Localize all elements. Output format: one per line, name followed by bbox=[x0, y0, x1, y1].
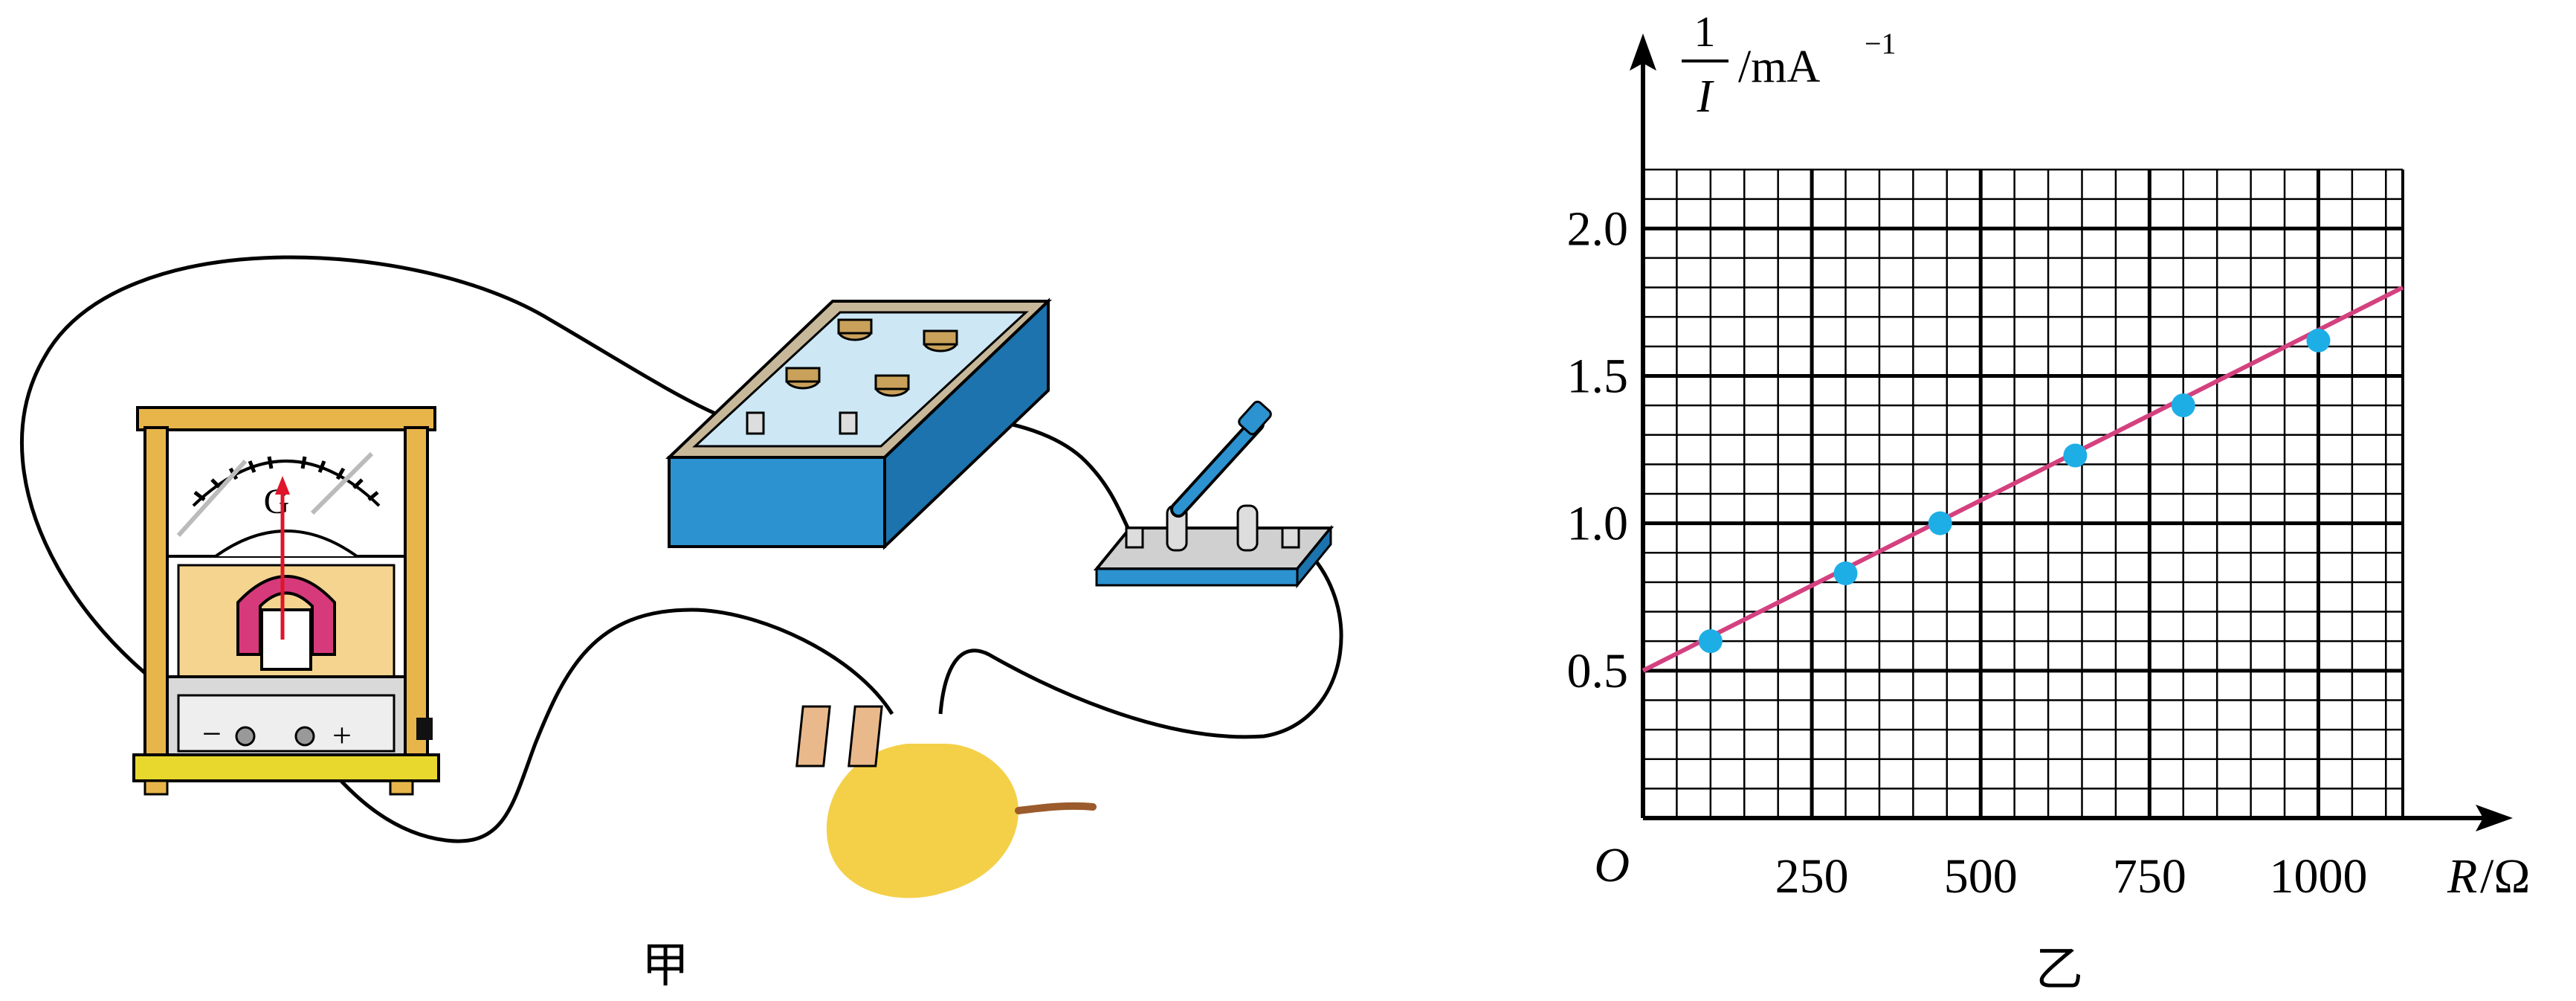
data-point bbox=[1928, 511, 1952, 535]
galvanometer-post-right bbox=[404, 426, 429, 764]
wire-galvanometer-to-box bbox=[20, 255, 755, 738]
x-tick-label: 1000 bbox=[2269, 849, 2367, 904]
data-point bbox=[2171, 393, 2195, 418]
switch-blade-fill bbox=[1173, 419, 1262, 515]
electrode-left bbox=[795, 705, 831, 767]
resistance-box bbox=[665, 297, 1052, 550]
resistance-terminal-right bbox=[839, 411, 858, 435]
galvanometer-base bbox=[132, 753, 440, 782]
x-tick-labels: 250 500 750 1000 bbox=[1775, 849, 2368, 904]
galvanometer-plus-sign: + bbox=[332, 716, 352, 754]
galvanometer-terminal-inset bbox=[177, 694, 396, 753]
galvanometer-knob bbox=[416, 718, 433, 740]
switch-contact-post bbox=[1236, 504, 1259, 552]
galvanometer-scale-ticks bbox=[193, 456, 379, 501]
galvanometer-coil bbox=[260, 608, 312, 671]
y-tick-label: 0.5 bbox=[1567, 644, 1629, 698]
pear-icon bbox=[826, 744, 1019, 898]
wire-pear-to-galvanometer bbox=[303, 608, 894, 843]
y-tick-label: 1.0 bbox=[1567, 497, 1629, 551]
switch-terminal-left bbox=[1125, 527, 1144, 549]
wire-switch-to-pear bbox=[938, 538, 1343, 739]
galvanometer-post-left bbox=[143, 426, 169, 764]
knife-switch bbox=[1093, 400, 1334, 589]
electrode-right bbox=[848, 705, 883, 767]
resistance-box-front bbox=[668, 456, 886, 548]
data-point bbox=[1698, 629, 1723, 654]
galvanometer-frame-top bbox=[136, 406, 436, 431]
resistance-box-side bbox=[883, 297, 1050, 550]
switch-base-side bbox=[1296, 524, 1332, 589]
galvanometer-foot-right bbox=[389, 779, 414, 796]
terminal-screw-plus bbox=[294, 726, 315, 747]
figure-jia: G − + bbox=[20, 255, 1343, 994]
data-point bbox=[1833, 561, 1858, 586]
x-label-var: R bbox=[2447, 849, 2477, 904]
resistance-knobs bbox=[785, 318, 958, 397]
y-axis-arrow-icon bbox=[1630, 33, 1656, 71]
galvanometer-minus-sign: − bbox=[202, 715, 222, 753]
x-tick-label: 250 bbox=[1775, 849, 1849, 904]
graph-grid bbox=[1641, 168, 2404, 820]
caption-jia: 甲 bbox=[642, 939, 689, 994]
x-axis-arrow-icon bbox=[2476, 805, 2513, 831]
data-points bbox=[1698, 328, 2331, 654]
needle-tip-icon bbox=[275, 476, 290, 495]
x-label-unit: /Ω bbox=[2480, 849, 2530, 904]
origin-label: O bbox=[1594, 838, 1630, 892]
galvanometer-glare bbox=[176, 451, 374, 538]
galvanometer-inner-arc bbox=[214, 530, 358, 558]
x-tick-label: 750 bbox=[2113, 849, 2186, 904]
x-tick-label: 500 bbox=[1944, 849, 2018, 904]
y-label-unit: /mA bbox=[1738, 42, 1820, 92]
fit-line bbox=[1642, 285, 2404, 673]
y-label-numerator: 1 bbox=[1694, 7, 1716, 56]
figure-yi: 1 I /mA −1 R /Ω O 0.5 1.0 1.5 2.0 250 500 750… bbox=[1567, 7, 2531, 997]
y-label-denominator: I bbox=[1697, 71, 1715, 122]
galvanometer: G − + bbox=[132, 406, 440, 796]
y-tick-label: 2.0 bbox=[1567, 202, 1629, 256]
terminal-screw-minus bbox=[235, 726, 256, 747]
caption-yi: 乙 bbox=[2036, 942, 2083, 997]
data-point bbox=[2306, 328, 2331, 353]
pear-battery bbox=[795, 705, 1097, 898]
switch-handle-icon bbox=[1238, 400, 1272, 436]
y-label-exponent: −1 bbox=[1865, 27, 1897, 60]
magnet-icon bbox=[236, 575, 336, 656]
galvanometer-foot-left bbox=[143, 779, 169, 796]
y-tick-label: 1.5 bbox=[1567, 349, 1629, 403]
resistance-terminal-left bbox=[746, 411, 765, 435]
data-point bbox=[2063, 443, 2088, 468]
y-tick-labels: 0.5 1.0 1.5 2.0 bbox=[1567, 202, 1629, 698]
switch-terminal-right bbox=[1281, 527, 1300, 549]
switch-base-front bbox=[1095, 567, 1299, 587]
pear-stem bbox=[1015, 802, 1097, 814]
